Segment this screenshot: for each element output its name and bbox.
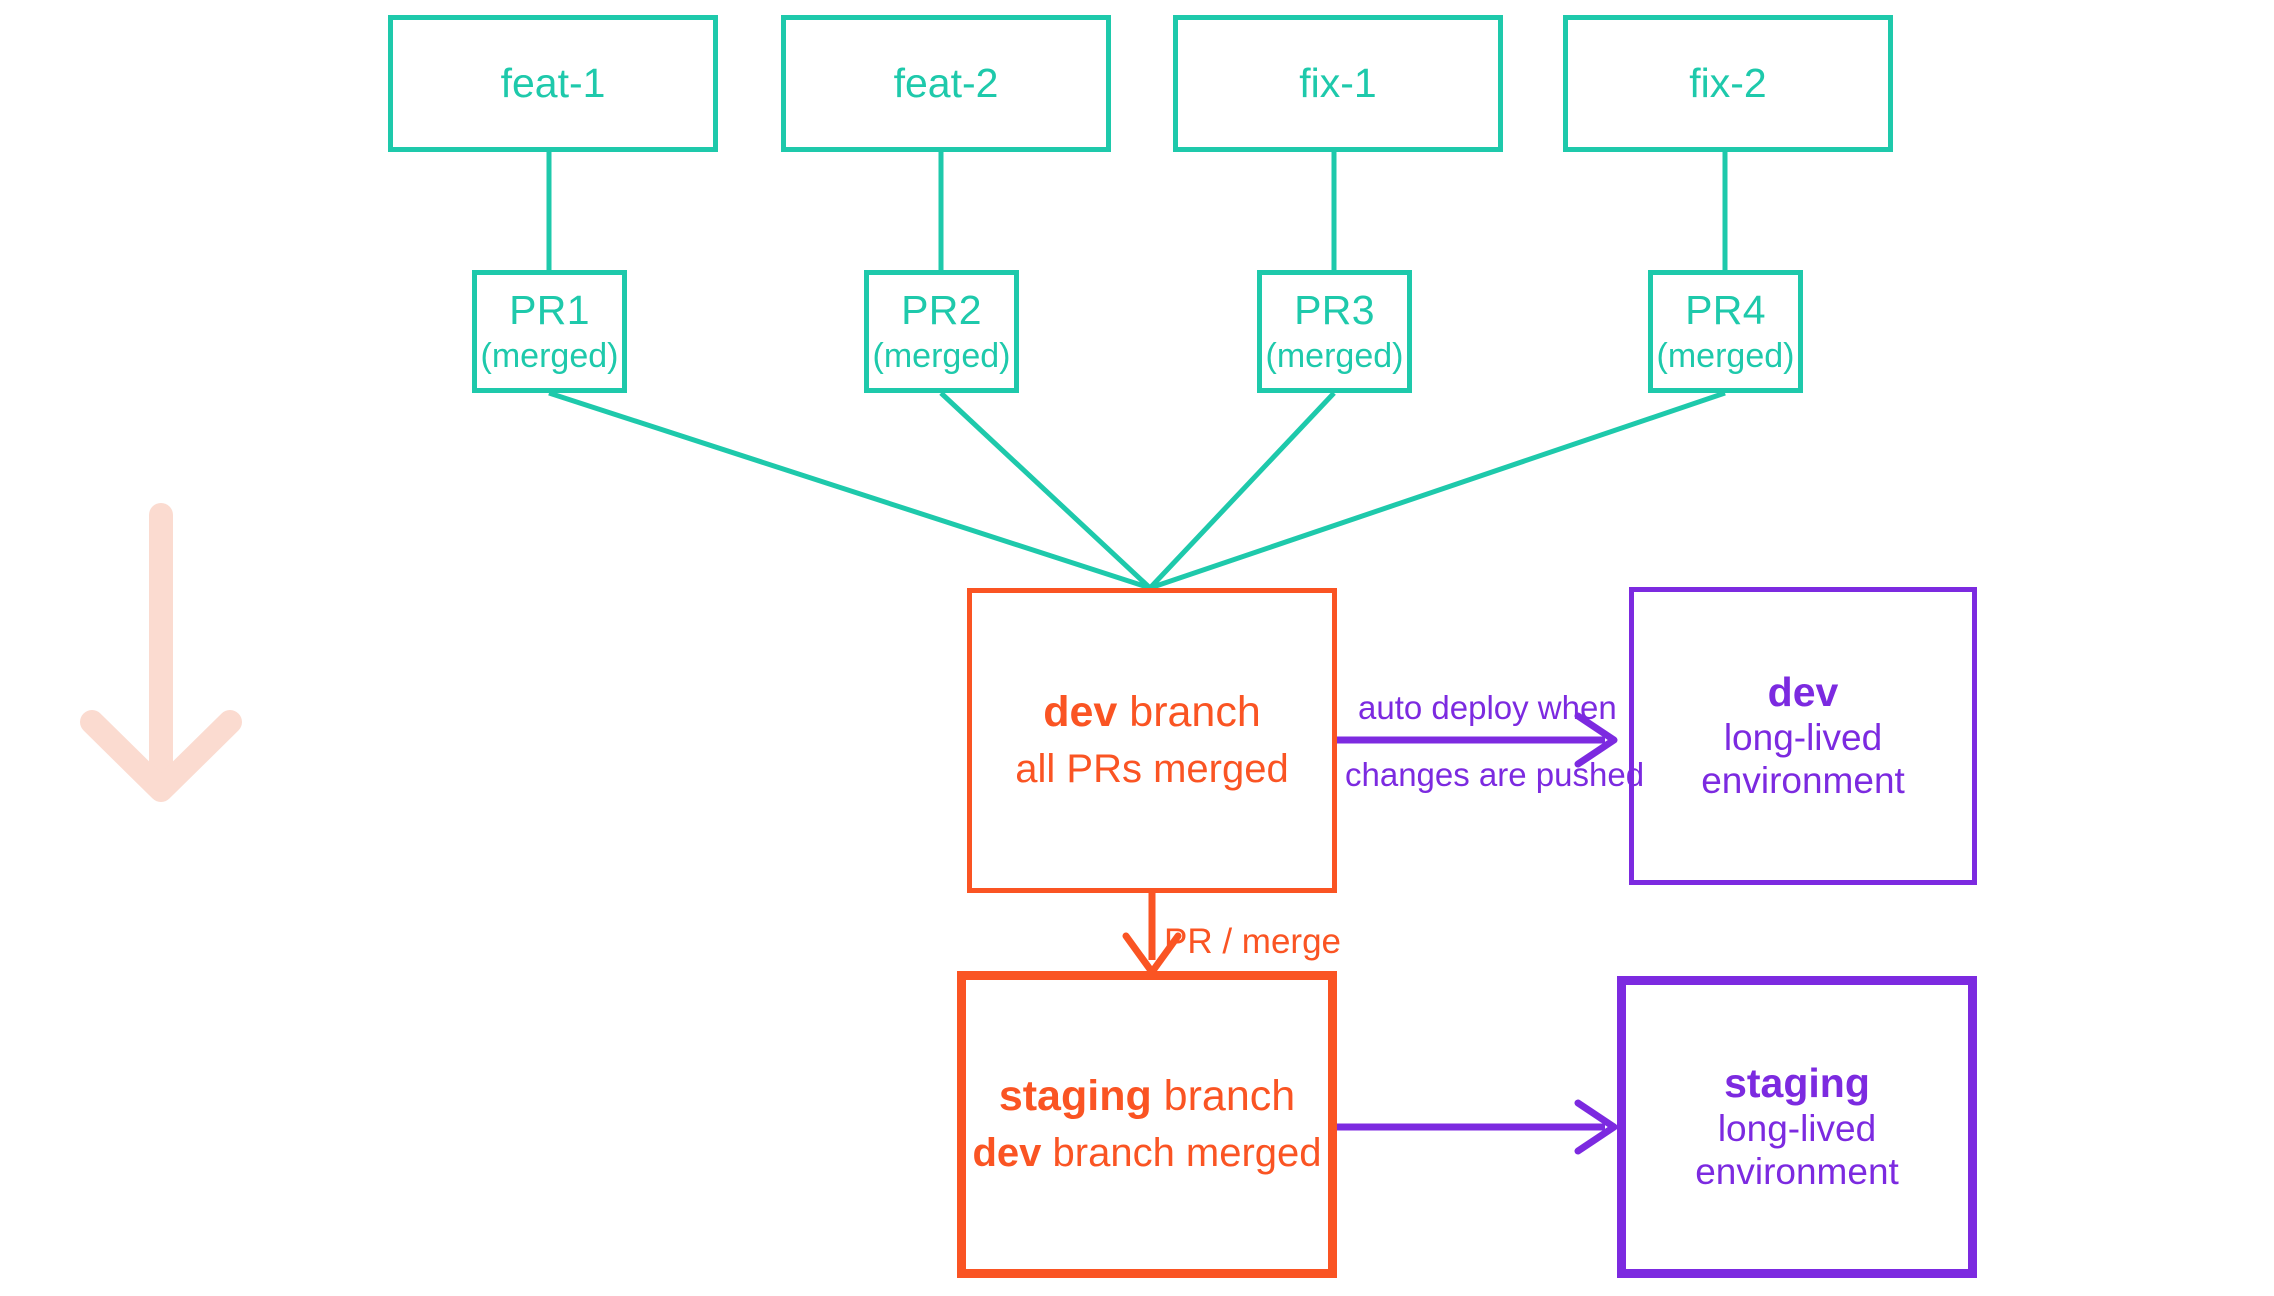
node-pull-request-3[interactable]: PR3 (merged) — [1257, 270, 1412, 393]
dev-branch-title: dev branch — [1043, 688, 1261, 738]
node-dev-branch[interactable]: dev branch all PRs merged — [967, 588, 1337, 893]
label-auto-deploy-line1: auto deploy when — [1358, 689, 1617, 726]
node-feature-branch-4[interactable]: fix-2 — [1563, 15, 1893, 152]
staging-branch-title: staging branch — [999, 1072, 1295, 1122]
staging-branch-name: staging — [998, 1072, 1152, 1121]
pr-to-dev-connectors — [548, 390, 1726, 591]
pr-title: PR1 — [509, 287, 590, 333]
pr-title: PR3 — [1294, 287, 1375, 333]
pr-title: PR2 — [901, 287, 982, 333]
pr-status: (merged) — [872, 336, 1011, 375]
pr-status: (merged) — [1265, 336, 1404, 375]
pr-status: (merged) — [1656, 336, 1795, 375]
staging-env-line1: long-lived — [1717, 1107, 1877, 1149]
node-staging-environment[interactable]: staging long-lived environment — [1617, 976, 1977, 1278]
node-label: feat-1 — [500, 59, 606, 106]
label-auto-deploy-line2: changes are pushed — [1345, 756, 1645, 793]
dev-env-line2: environment — [1701, 759, 1905, 801]
node-label: fix-1 — [1299, 59, 1377, 106]
dev-branch-subtitle: all PRs merged — [1015, 747, 1289, 792]
dev-branch-name: dev — [1043, 688, 1118, 737]
dev-env-title: dev — [1767, 669, 1839, 716]
node-label: feat-2 — [893, 59, 999, 106]
staging-to-staging-env-arrow — [1337, 1099, 1618, 1155]
node-pull-request-4[interactable]: PR4 (merged) — [1648, 270, 1803, 393]
node-feature-branch-2[interactable]: feat-2 — [781, 15, 1111, 152]
node-feature-branch-1[interactable]: feat-1 — [388, 15, 718, 152]
staging-branch-subtitle-bold: dev — [972, 1131, 1042, 1176]
dev-env-line1: long-lived — [1723, 716, 1883, 758]
staging-env-line2: environment — [1695, 1150, 1899, 1192]
staging-branch-name-suffix: branch — [1151, 1072, 1296, 1121]
label-pr-merge: PR / merge — [1164, 922, 1341, 961]
pr-title: PR4 — [1685, 287, 1766, 333]
staging-branch-subtitle-rest: branch merged — [1041, 1131, 1322, 1176]
node-pull-request-2[interactable]: PR2 (merged) — [864, 270, 1019, 393]
staging-env-title: staging — [1724, 1060, 1870, 1107]
node-staging-branch[interactable]: staging branch dev branch merged — [957, 971, 1337, 1278]
pr-status: (merged) — [480, 336, 619, 375]
staging-branch-subtitle: dev branch merged — [972, 1130, 1321, 1176]
node-pull-request-1[interactable]: PR1 (merged) — [472, 270, 627, 393]
dev-branch-name-suffix: branch — [1117, 688, 1261, 737]
feature-to-pr-connectors — [546, 152, 1728, 272]
down-arrow-icon — [80, 503, 242, 802]
node-dev-environment[interactable]: dev long-lived environment — [1629, 587, 1977, 885]
node-label: fix-2 — [1689, 59, 1767, 106]
node-feature-branch-3[interactable]: fix-1 — [1173, 15, 1503, 152]
